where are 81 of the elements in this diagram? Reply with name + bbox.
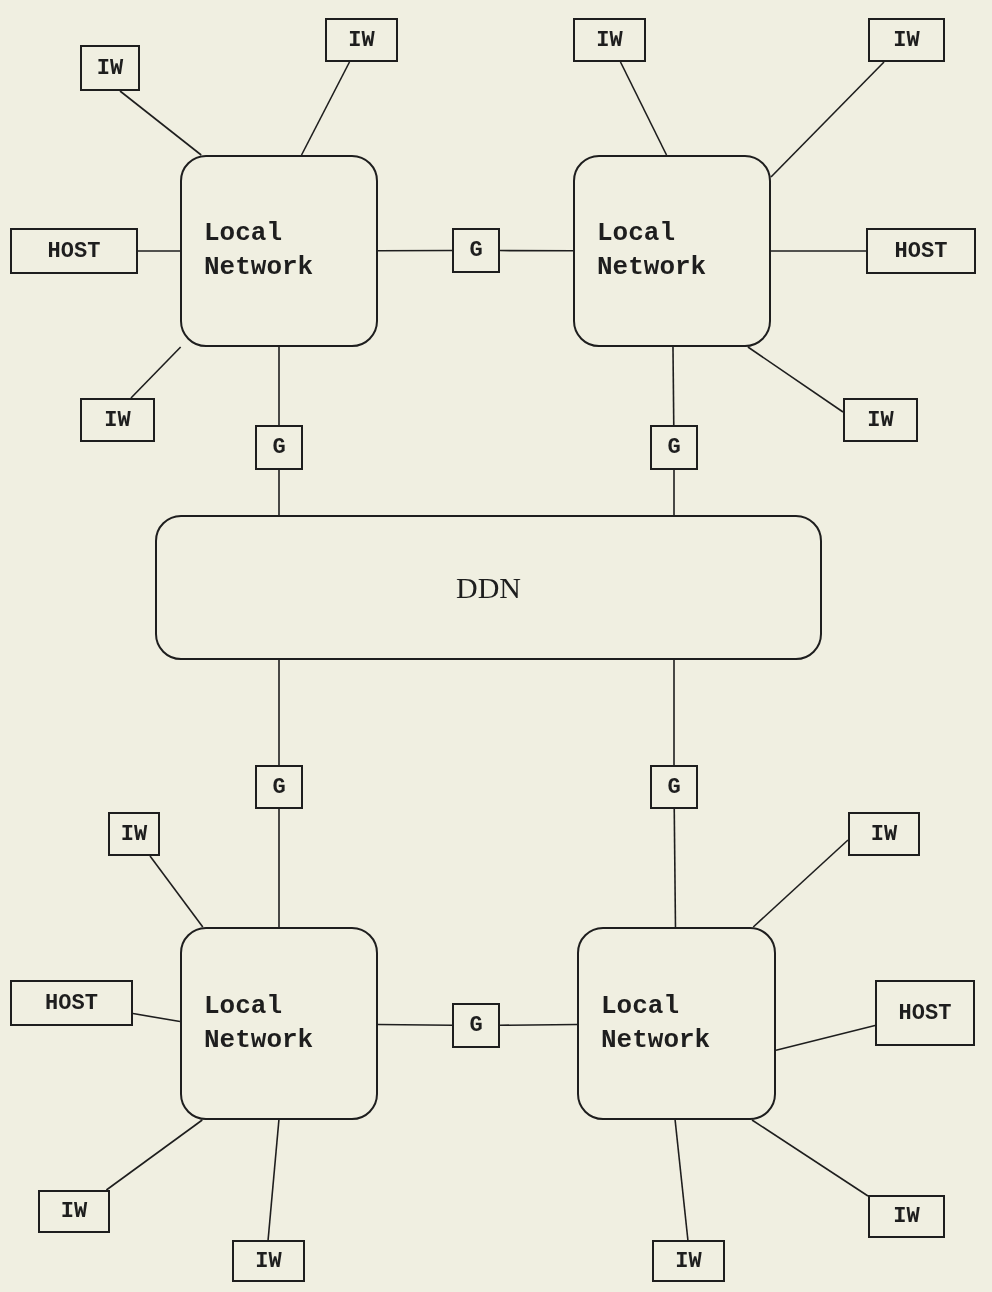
connector-line [377, 1023, 453, 1027]
network-box [155, 515, 822, 660]
node-label: IW [60, 1199, 88, 1224]
node-label: IW [596, 27, 623, 53]
connector-line [278, 469, 280, 516]
connector-line [747, 346, 844, 413]
connector-line [770, 61, 885, 178]
connector-line [132, 1012, 181, 1023]
connector-line [751, 1119, 869, 1197]
node-label: G [272, 774, 286, 800]
node-label: HOST [894, 238, 948, 264]
device-box [452, 1003, 500, 1048]
connector-line [672, 346, 675, 426]
connector-line [278, 346, 280, 426]
connector-line [752, 839, 849, 928]
device-box [452, 228, 500, 273]
device-box [573, 18, 646, 62]
device-box [108, 812, 160, 856]
device-box [848, 812, 920, 856]
network-box [577, 927, 776, 1120]
node-label: Local Network [204, 217, 315, 284]
node-label: G [667, 774, 681, 800]
node-label: Local Network [601, 989, 712, 1057]
node-label: G [469, 1013, 483, 1038]
node-label: IW [96, 55, 124, 81]
node-label: IW [255, 1248, 282, 1274]
device-box [652, 1240, 725, 1282]
connector-line [499, 1023, 578, 1027]
device-box [80, 398, 155, 442]
node-label: HOST [45, 990, 98, 1016]
node-label: IW [104, 407, 131, 433]
connector-line [119, 90, 202, 156]
device-box [875, 980, 975, 1046]
device-box [868, 18, 945, 62]
device-box [650, 425, 698, 470]
device-box [232, 1240, 305, 1282]
node-label: IW [348, 27, 375, 53]
node-label: G [272, 435, 286, 460]
node-label: IW [893, 27, 920, 53]
node-label: IW [120, 821, 148, 847]
connector-line [149, 855, 204, 928]
connector-line [499, 249, 574, 252]
connector-line [377, 249, 453, 252]
network-box [180, 927, 378, 1120]
device-box [38, 1190, 110, 1233]
node-label: Local Network [597, 217, 708, 284]
connector-line [674, 1119, 689, 1241]
connector-line [130, 346, 182, 399]
device-box [10, 228, 138, 274]
node-label: Local Network [204, 989, 315, 1057]
node-label: IW [870, 821, 898, 847]
device-box [843, 398, 918, 442]
connector-line [770, 250, 867, 252]
connector-line [673, 808, 677, 928]
node-label: G [469, 238, 483, 263]
device-box [325, 18, 398, 62]
device-box [866, 228, 976, 274]
device-box [868, 1195, 945, 1238]
node-label: HOST [898, 1000, 952, 1026]
connector-line [300, 61, 351, 156]
node-label: IW [893, 1204, 920, 1229]
network-box [180, 155, 378, 347]
connector-line [105, 1119, 204, 1191]
device-box [10, 980, 133, 1026]
node-label: IW [867, 407, 894, 433]
connector-line [267, 1119, 280, 1241]
connector-line [278, 659, 280, 766]
device-box [255, 425, 303, 470]
connector-line [673, 659, 675, 766]
device-box [255, 765, 303, 809]
connector-line [137, 250, 181, 252]
node-label: HOST [47, 238, 101, 264]
device-box [650, 765, 698, 809]
connector-line [278, 808, 280, 928]
connector-line [619, 61, 668, 156]
node-label: IW [675, 1248, 702, 1274]
network-box [573, 155, 771, 347]
node-label: DDN [456, 570, 521, 605]
device-box [80, 45, 140, 91]
connector-line [673, 469, 675, 516]
node-label: G [667, 435, 681, 460]
